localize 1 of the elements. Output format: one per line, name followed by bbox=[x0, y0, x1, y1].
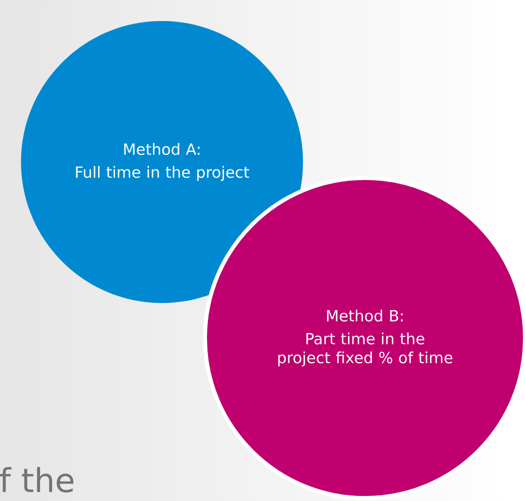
partial-text: f the bbox=[0, 467, 74, 492]
